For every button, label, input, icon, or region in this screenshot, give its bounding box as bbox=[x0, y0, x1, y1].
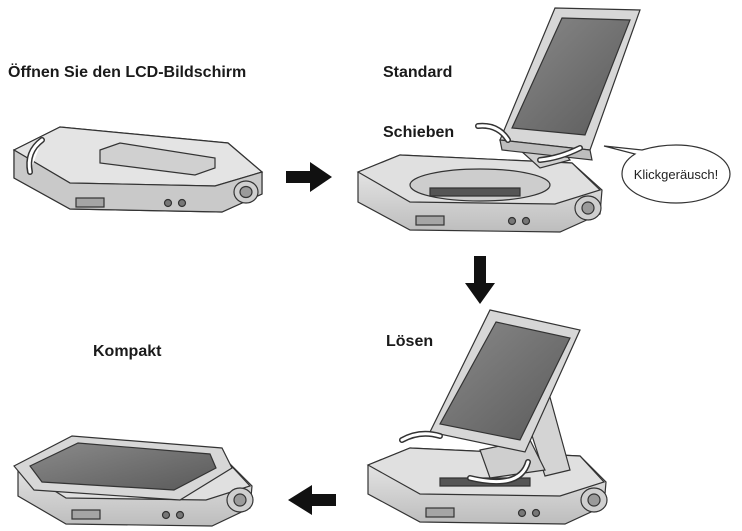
curved-motion-arrow-icon bbox=[27, 138, 44, 174]
label-release: Lösen bbox=[386, 333, 434, 350]
curved-motion-arrow-icon bbox=[400, 432, 442, 442]
curved-motion-arrow-icon bbox=[468, 460, 530, 484]
curved-motion-arrow-icon bbox=[476, 124, 510, 142]
label-compact: Kompakt bbox=[93, 343, 162, 360]
label-slide: Schieben bbox=[383, 124, 455, 141]
left-arrow-icon bbox=[288, 485, 336, 515]
dvd-player-rotating bbox=[366, 309, 608, 525]
right-arrow-icon bbox=[286, 162, 332, 192]
label-open-screen: Öffnen Sie den LCD-Bildschirm bbox=[8, 64, 247, 81]
label-standard: Standard bbox=[383, 64, 453, 81]
dvd-player-closed bbox=[12, 126, 264, 213]
dvd-player-standard bbox=[356, 7, 641, 233]
click-sound-bubble: Klickgeräusch! bbox=[603, 144, 731, 204]
down-arrow-icon bbox=[465, 256, 495, 304]
dvd-player-compact bbox=[13, 435, 254, 527]
curved-motion-arrow-icon bbox=[538, 146, 582, 162]
click-sound-text: Klickgeräusch! bbox=[634, 167, 719, 182]
